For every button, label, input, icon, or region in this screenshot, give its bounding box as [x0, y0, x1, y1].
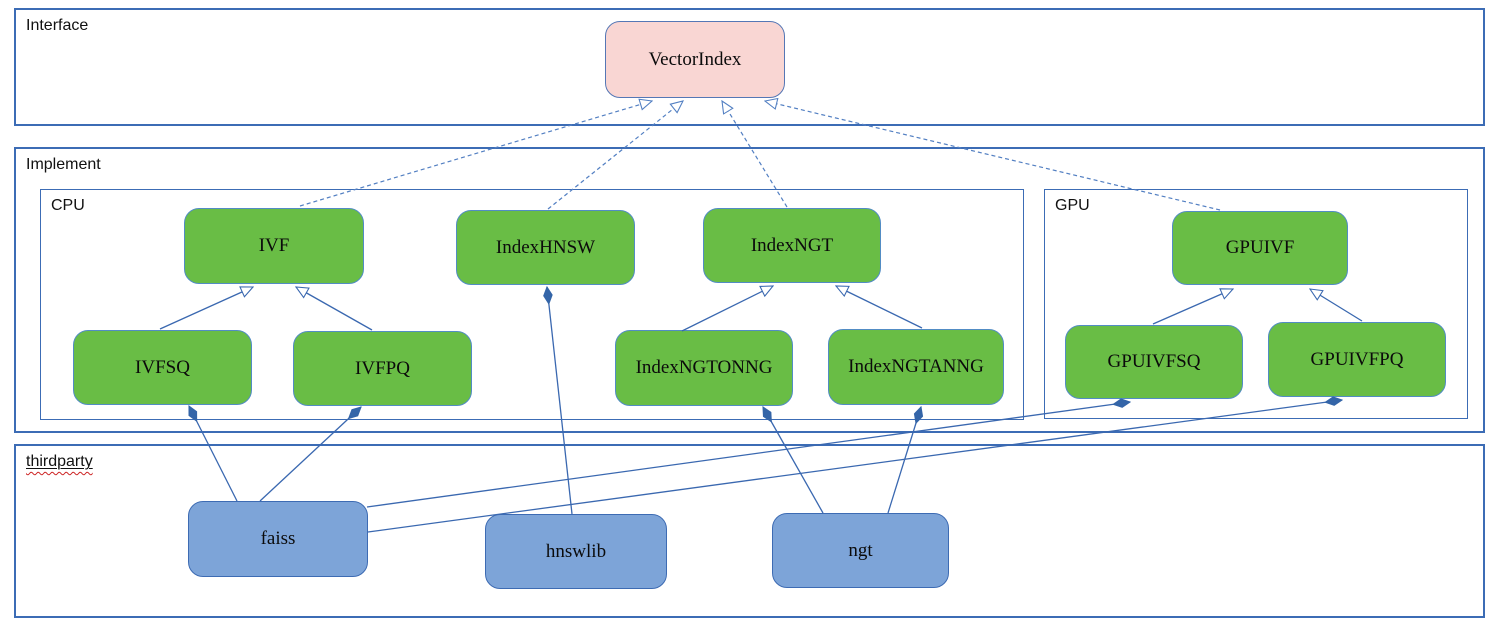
node-ivf-label: IVF [258, 235, 290, 256]
node-indexngtonng: IndexNGTONNG [615, 330, 793, 406]
node-ngt: ngt [772, 513, 949, 588]
node-vectorindex: VectorIndex [605, 21, 785, 98]
node-gpuivfsq-label: GPUIVFSQ [1107, 351, 1201, 372]
node-indexngtanng-label: IndexNGTANNG [848, 356, 984, 377]
container-gpu-label: GPU [1055, 197, 1090, 214]
node-ivf: IVF [184, 208, 364, 284]
node-gpuivfpq: GPUIVFPQ [1268, 322, 1446, 397]
node-ngt-label: ngt [848, 539, 873, 561]
node-hnswlib-label: hnswlib [545, 540, 607, 562]
node-vectorindex-label: VectorIndex [648, 48, 742, 70]
node-indexngtanng: IndexNGTANNG [828, 329, 1004, 405]
container-thirdparty-label: thirdparty [26, 453, 93, 470]
node-ivfpq-label: IVFPQ [355, 357, 410, 379]
container-cpu-label: CPU [51, 197, 85, 214]
node-gpuivfsq: GPUIVFSQ [1065, 325, 1243, 399]
node-indexhnsw-label: IndexHNSW [495, 236, 596, 258]
node-gpuivf: GPUIVF [1172, 211, 1348, 285]
node-ivfsq-label: IVFSQ [135, 356, 190, 378]
node-gpuivfpq-label: GPUIVFPQ [1310, 348, 1404, 370]
node-ivfpq: IVFPQ [293, 331, 472, 406]
node-ivfsq: IVFSQ [73, 330, 252, 405]
node-hnswlib: hnswlib [485, 514, 667, 589]
container-implement-label: Implement [26, 156, 101, 173]
node-gpuivf-label: GPUIVF [1225, 237, 1295, 258]
node-indexngtonng-label: IndexNGTONNG [635, 357, 773, 378]
node-faiss: faiss [188, 501, 368, 577]
container-interface-label: Interface [26, 17, 89, 34]
node-indexngt-label: IndexNGT [750, 234, 834, 256]
node-indexhnsw: IndexHNSW [456, 210, 635, 285]
node-indexngt: IndexNGT [703, 208, 881, 283]
node-faiss-label: faiss [260, 528, 296, 549]
